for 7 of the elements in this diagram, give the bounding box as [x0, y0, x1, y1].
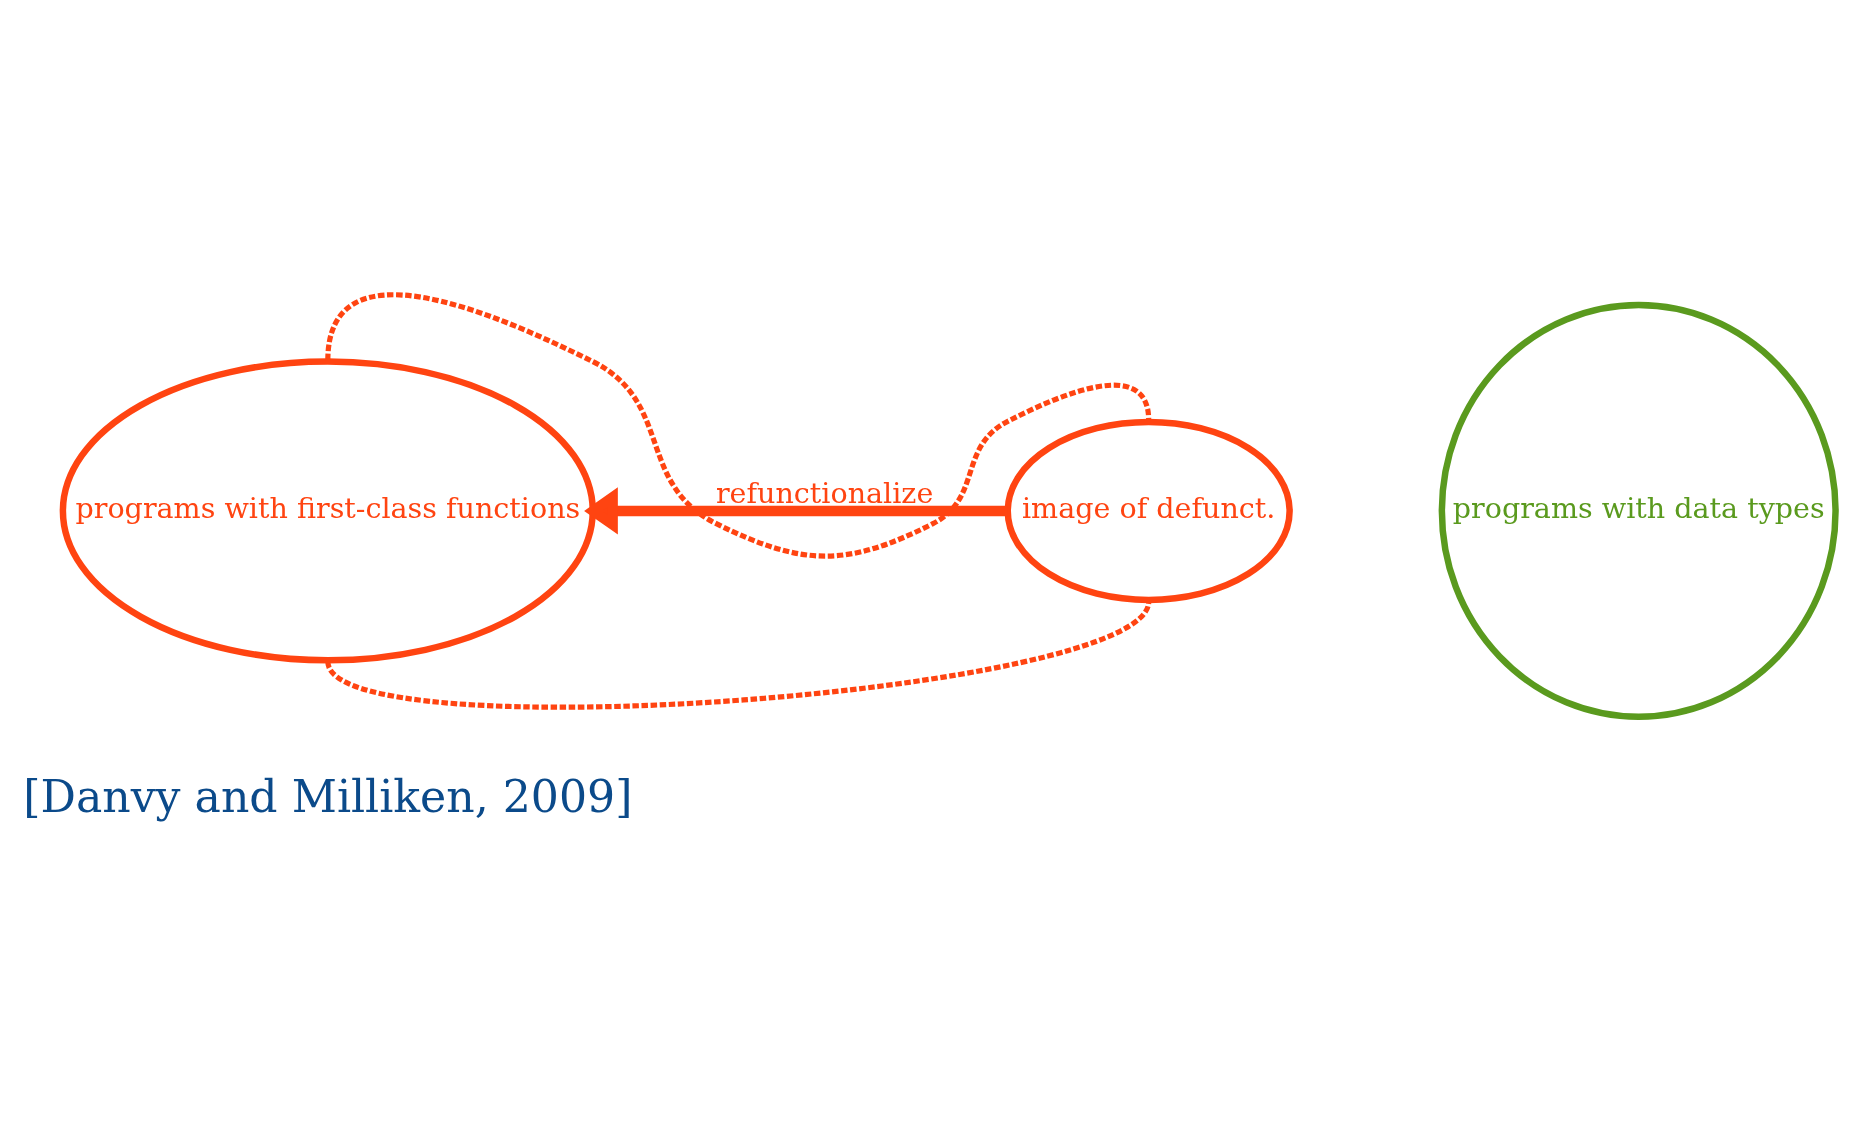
arrow	[584, 487, 1008, 535]
connector	[325, 600, 1151, 710]
label: [Danvy and Milliken, 2009]	[23, 770, 633, 822]
node-circle: programs with data types	[1438, 301, 1839, 721]
node-ellipse: image of defunct.	[1004, 418, 1293, 604]
node-ellipse: programs with first-class functions	[59, 358, 596, 664]
edge-label: refunctionalize	[715, 475, 934, 510]
